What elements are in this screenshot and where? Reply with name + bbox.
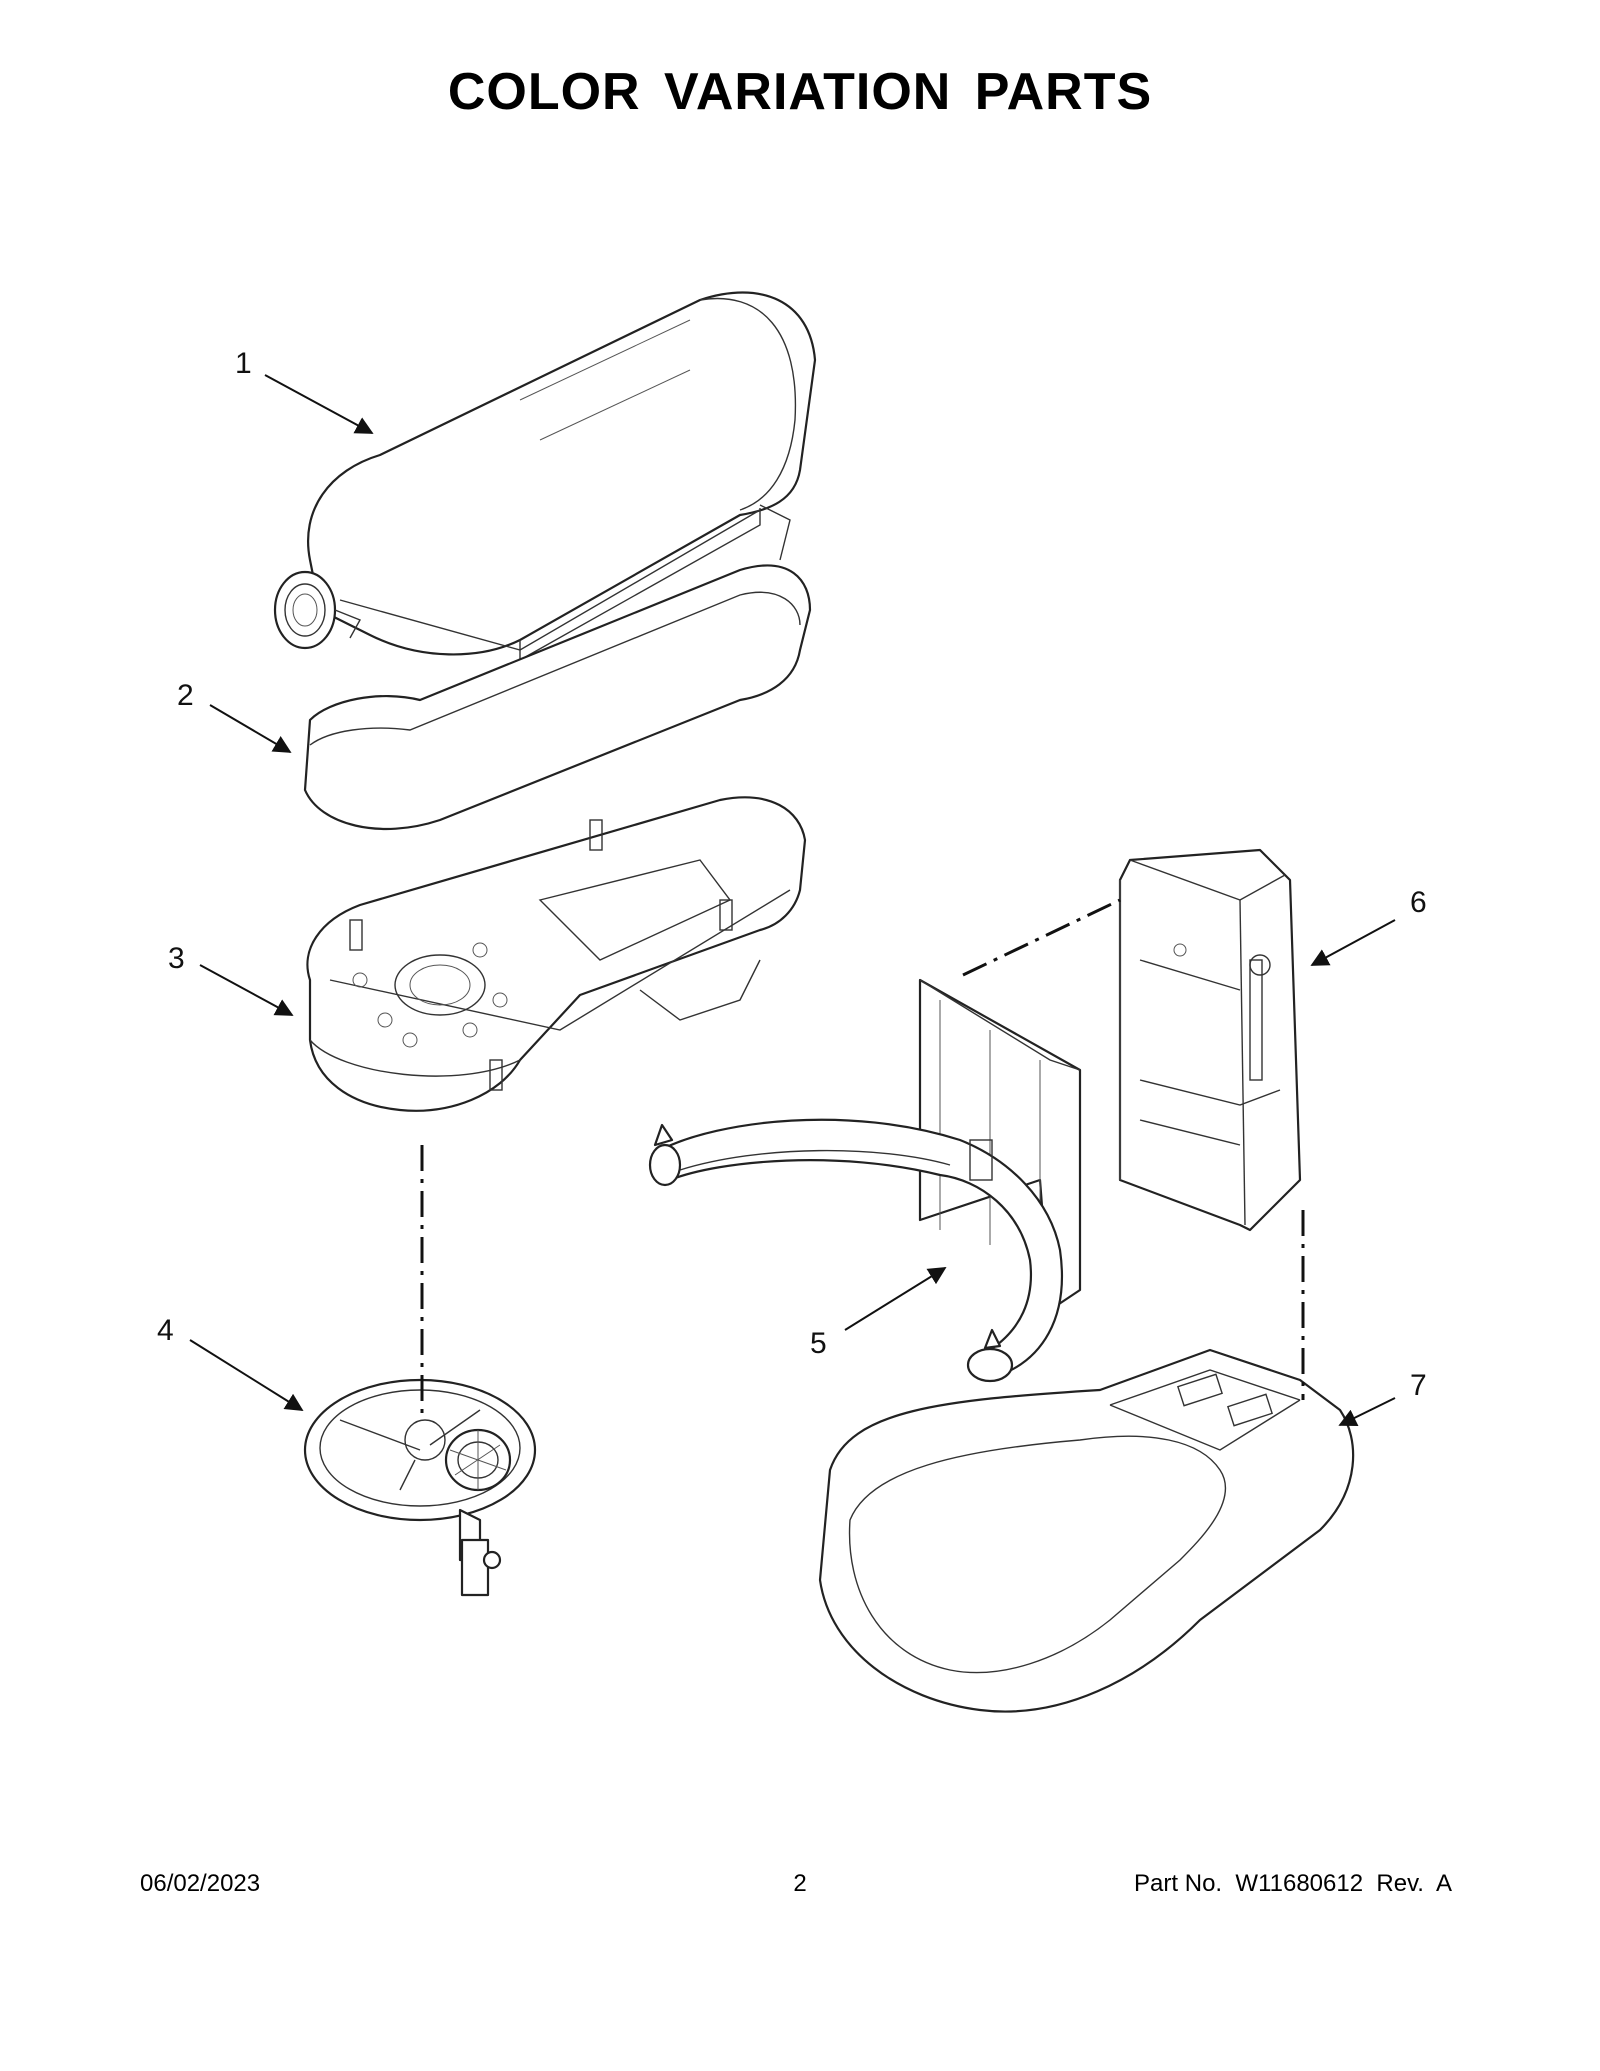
leader-arrow-2 — [209, 704, 292, 753]
callout-4: 4 — [157, 1314, 174, 1347]
callout-7: 7 — [1410, 1369, 1427, 1402]
part-5-bowl-support — [648, 978, 1082, 1383]
part-4-planetary-unit — [303, 1378, 537, 1597]
callout-6: 6 — [1410, 886, 1427, 919]
part-2-housing-band — [303, 564, 812, 831]
part-7-base — [818, 1348, 1355, 1713]
callout-1: 1 — [235, 347, 252, 380]
part-3-gear-case — [306, 796, 807, 1112]
callout-2: 2 — [177, 679, 194, 712]
leader-arrow-6 — [1310, 919, 1396, 966]
footer-part-number: Part No. W11680612 Rev. A — [1134, 1870, 1452, 1897]
part-1-motor-housing — [273, 291, 817, 662]
assembly-line-5-6 — [962, 898, 1121, 977]
page-title: COLOR VARIATION PARTS — [447, 63, 1153, 121]
leader-arrow-1 — [264, 374, 374, 434]
leader-arrow-5 — [844, 1267, 947, 1331]
gear-icon — [444, 1428, 512, 1492]
leader-arrow-3 — [199, 964, 294, 1016]
callout-5: 5 — [810, 1327, 827, 1360]
leader-arrow-4 — [189, 1339, 304, 1411]
part-6-column — [1118, 848, 1302, 1232]
footer-date: 06/02/2023 — [140, 1870, 261, 1897]
footer-page-number: 2 — [793, 1870, 807, 1897]
callout-3: 3 — [168, 942, 185, 975]
leader-arrow-7 — [1338, 1397, 1396, 1426]
